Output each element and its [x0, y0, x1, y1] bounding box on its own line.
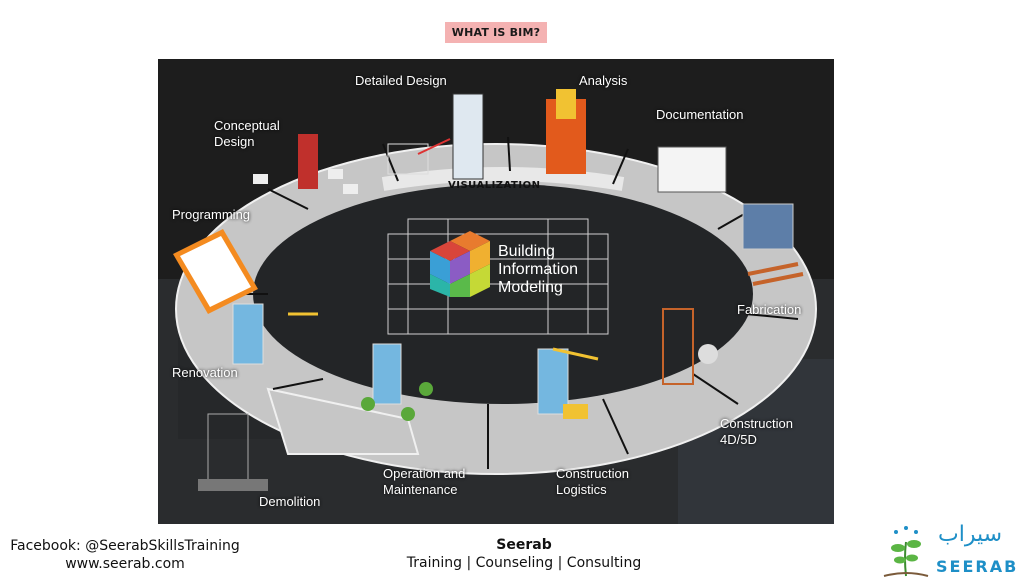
facebook-handle[interactable]: Facebook: @SeerabSkillsTraining	[10, 538, 240, 554]
logo-english-text: SEERAB	[936, 557, 1019, 576]
brand-tagline: Training | Counseling | Consulting	[406, 555, 642, 571]
logo-arabic-text: سيراب	[938, 522, 1003, 547]
footer-brand: Seerab Training | Counseling | Consultin…	[384, 536, 664, 572]
stage-conceptual-design: Conceptual Design	[214, 118, 280, 149]
center-line-3: Modeling	[498, 279, 563, 296]
stage-construction-4d5d: Construction 4D/5D	[720, 416, 793, 447]
stage-fabrication: Fabrication	[737, 302, 802, 317]
stage-programming: Programming	[172, 207, 251, 222]
brand-name: Seerab	[496, 537, 552, 553]
stage-documentation: Documentation	[656, 107, 744, 122]
stage-construction-logistics: Construction Logistics	[556, 466, 629, 497]
visualization-label: VISUALIZATION	[448, 180, 541, 191]
bim-center-label: Building Information Modeling	[498, 243, 578, 297]
bim-diagram: VISUALIZATION Building Information Model…	[158, 59, 834, 524]
stage-operation-maintenance: Operation and Maintenance	[383, 466, 466, 497]
stage-renovation: Renovation	[172, 365, 238, 380]
stage-detailed-design: Detailed Design	[355, 73, 447, 88]
center-line-2: Information	[498, 261, 579, 278]
diagram-artwork	[158, 59, 834, 524]
stage-analysis: Analysis	[579, 73, 628, 88]
page-title: WHAT IS BIM?	[445, 22, 547, 43]
center-line-1: Building	[498, 243, 555, 260]
stage-demolition: Demolition	[259, 494, 321, 509]
footer-contact: Facebook: @SeerabSkillsTraining www.seer…	[10, 537, 240, 573]
website-link[interactable]: www.seerab.com	[65, 556, 185, 572]
seerab-logo-plant-icon	[883, 526, 929, 577]
